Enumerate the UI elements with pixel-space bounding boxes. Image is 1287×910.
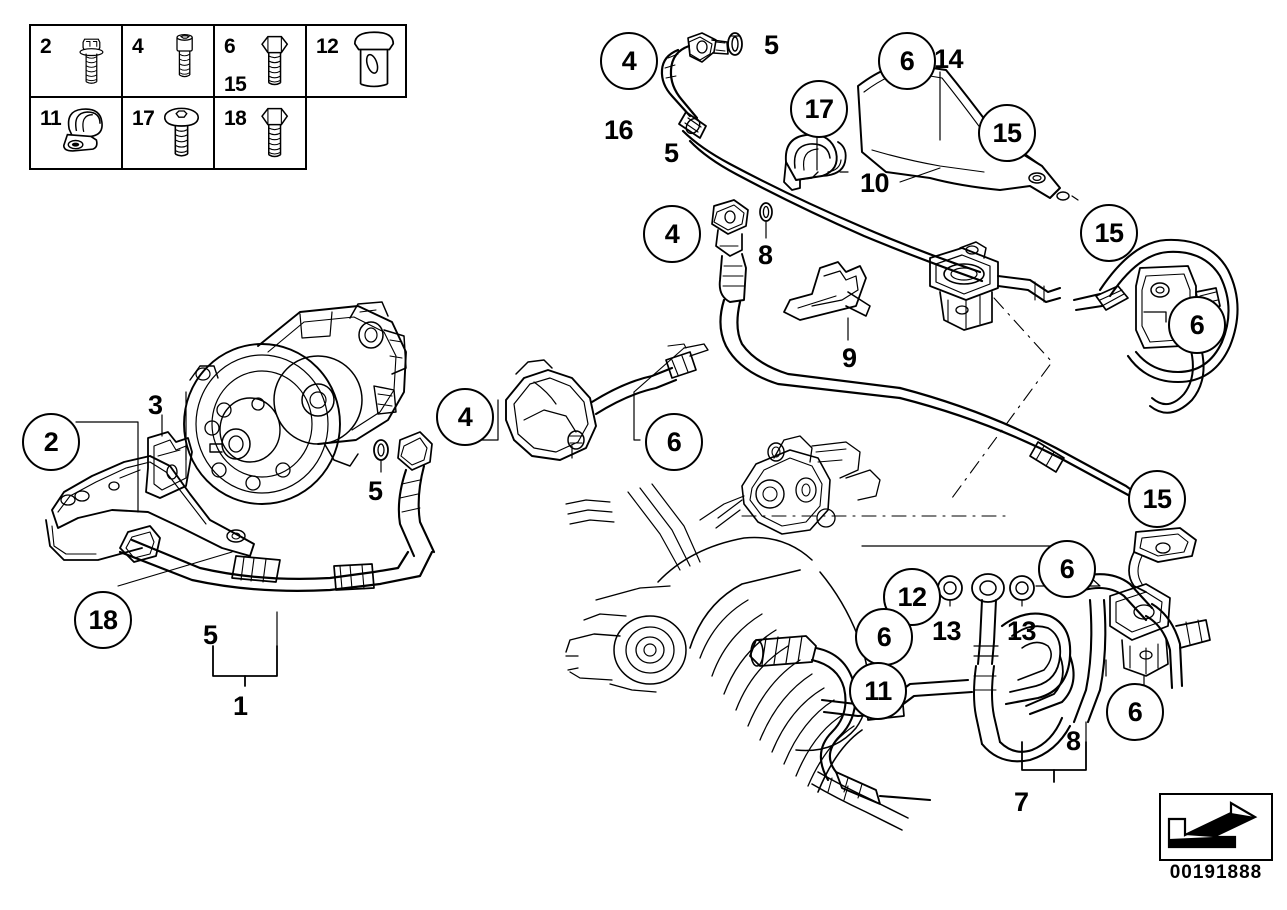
callout-14-heat-shield[interactable]: 14 [934,44,964,74]
legend-part-number: 2 [40,35,52,58]
hex-bolt-small-icon [257,102,299,169]
legend-part-number-secondary: 15 [224,73,247,96]
socket-head-screw-icon [169,30,209,93]
torx-pan-screw-icon [163,102,207,169]
hose-clamp-icon [53,102,109,165]
legend-part-number: 18 [224,107,247,130]
callout-8-return-seal[interactable]: 8 [1066,726,1081,756]
legend-row: 11 17 18 [29,96,407,170]
legend-row: 2 4 6 15 12 [29,24,407,98]
callout-4-mid-fitting[interactable]: 4 [643,205,701,263]
callout-15-shield-bolt-lower[interactable]: 15 [1080,204,1138,262]
callout-1-pressure-hose-assembly[interactable]: 1 [233,691,248,721]
callout-9-bracket[interactable]: 9 [842,343,857,373]
hex-bolt-icon [257,30,299,97]
diagram-id-number: 00191888 [1169,862,1263,883]
callout-15-shield-bolt-upper[interactable]: 15 [978,104,1036,162]
legend-cell-18: 18 [213,96,307,170]
callout-6-clamp-bolt[interactable]: 6 [855,608,913,666]
callout-16-hose-section[interactable]: 16 [604,115,634,145]
callout-3-pump-bracket[interactable]: 3 [148,390,163,420]
flange-bolt-icon [77,30,115,99]
callout-7-return-hose-assembly[interactable]: 7 [1014,787,1029,817]
callout-2-pump-bolt[interactable]: 2 [22,413,80,471]
callout-6-return-bolt[interactable]: 6 [1106,683,1164,741]
callout-18-pressure-bolt[interactable]: 18 [74,591,132,649]
legend-cell-11: 11 [29,96,123,170]
callout-4-upper-inlet[interactable]: 4 [600,32,658,90]
callout-4-return-fitting[interactable]: 4 [436,388,494,446]
callout-17-clamp-screw[interactable]: 17 [790,80,848,138]
legend-part-number: 11 [40,107,62,130]
direction-arrow-icon [1159,793,1273,861]
legend-cell-6: 6 15 [213,24,307,98]
callout-13-seal-ring-right[interactable]: 13 [1007,616,1037,646]
callout-15-rear-clip-bolt[interactable]: 15 [1128,470,1186,528]
callout-5-line-seal[interactable]: 5 [203,620,218,650]
callout-10-rubber-mount[interactable]: 10 [860,168,890,198]
legend-part-number: 17 [132,107,155,130]
legend-cell-17: 17 [121,96,215,170]
fastener-legend-table: 2 4 6 15 12 11 17 18 [29,24,407,170]
callout-6-bracket-bolt[interactable]: 6 [645,413,703,471]
callout-5-hose-seal[interactable]: 5 [664,138,679,168]
banjo-bolt-icon [351,30,399,97]
legend-part-number: 12 [316,35,339,58]
legend-part-number: 6 [224,35,236,58]
legend-cell-12: 12 [305,24,407,98]
callout-6-rear-bolt[interactable]: 6 [1038,540,1096,598]
callout-5-upper-seal[interactable]: 5 [764,30,779,60]
callout-5-pump-seal[interactable]: 5 [368,476,383,506]
callout-8-sealing-ring[interactable]: 8 [758,240,773,270]
legend-cell-2: 2 [29,24,123,98]
legend-cell-4: 4 [121,24,215,98]
callout-11-hose-clamp[interactable]: 11 [849,662,907,720]
callout-6-cooler-bolt[interactable]: 6 [1168,296,1226,354]
callout-6-heatshield-bolt[interactable]: 6 [878,32,936,90]
legend-part-number: 4 [132,35,144,58]
callout-13-seal-ring-left[interactable]: 13 [932,616,962,646]
